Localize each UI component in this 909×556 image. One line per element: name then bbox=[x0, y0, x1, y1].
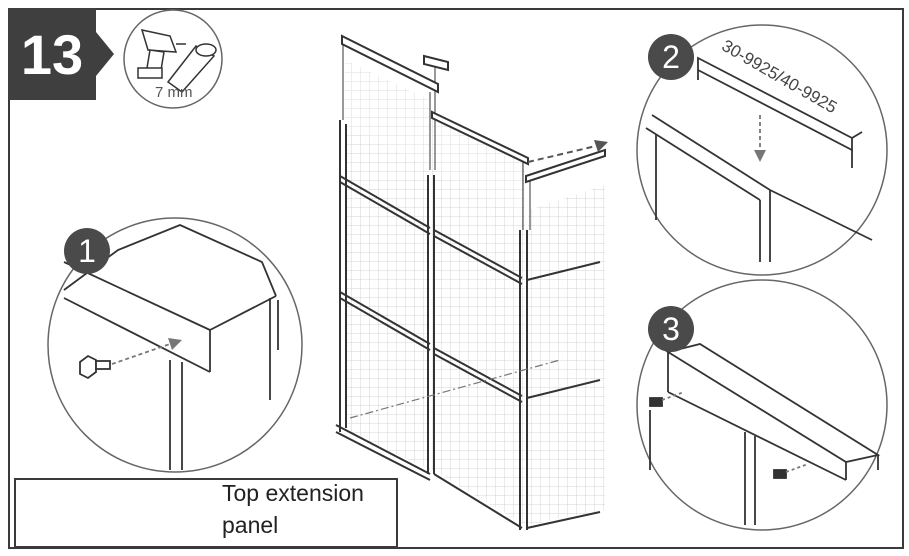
step-number-badge: 13 bbox=[8, 8, 96, 100]
step-frame bbox=[8, 8, 904, 549]
detail-number-2: 2 bbox=[648, 34, 694, 80]
detail-number-1: 1 bbox=[64, 228, 110, 274]
legend-text-line2: panel bbox=[222, 512, 279, 538]
step-badge-arrow bbox=[96, 32, 114, 76]
tool-size-label: 7 mm bbox=[155, 84, 193, 101]
detail-2-circle bbox=[636, 24, 888, 276]
socket-icon bbox=[166, 43, 217, 94]
legend-text-line1: Top extension bbox=[222, 480, 364, 506]
drill-icon bbox=[137, 29, 186, 79]
detail-number-3: 3 bbox=[648, 306, 694, 352]
detail-3-circle bbox=[636, 279, 888, 531]
legend-box bbox=[14, 478, 398, 548]
fence-panel-drawing bbox=[335, 34, 608, 530]
tool-circle bbox=[123, 9, 223, 109]
